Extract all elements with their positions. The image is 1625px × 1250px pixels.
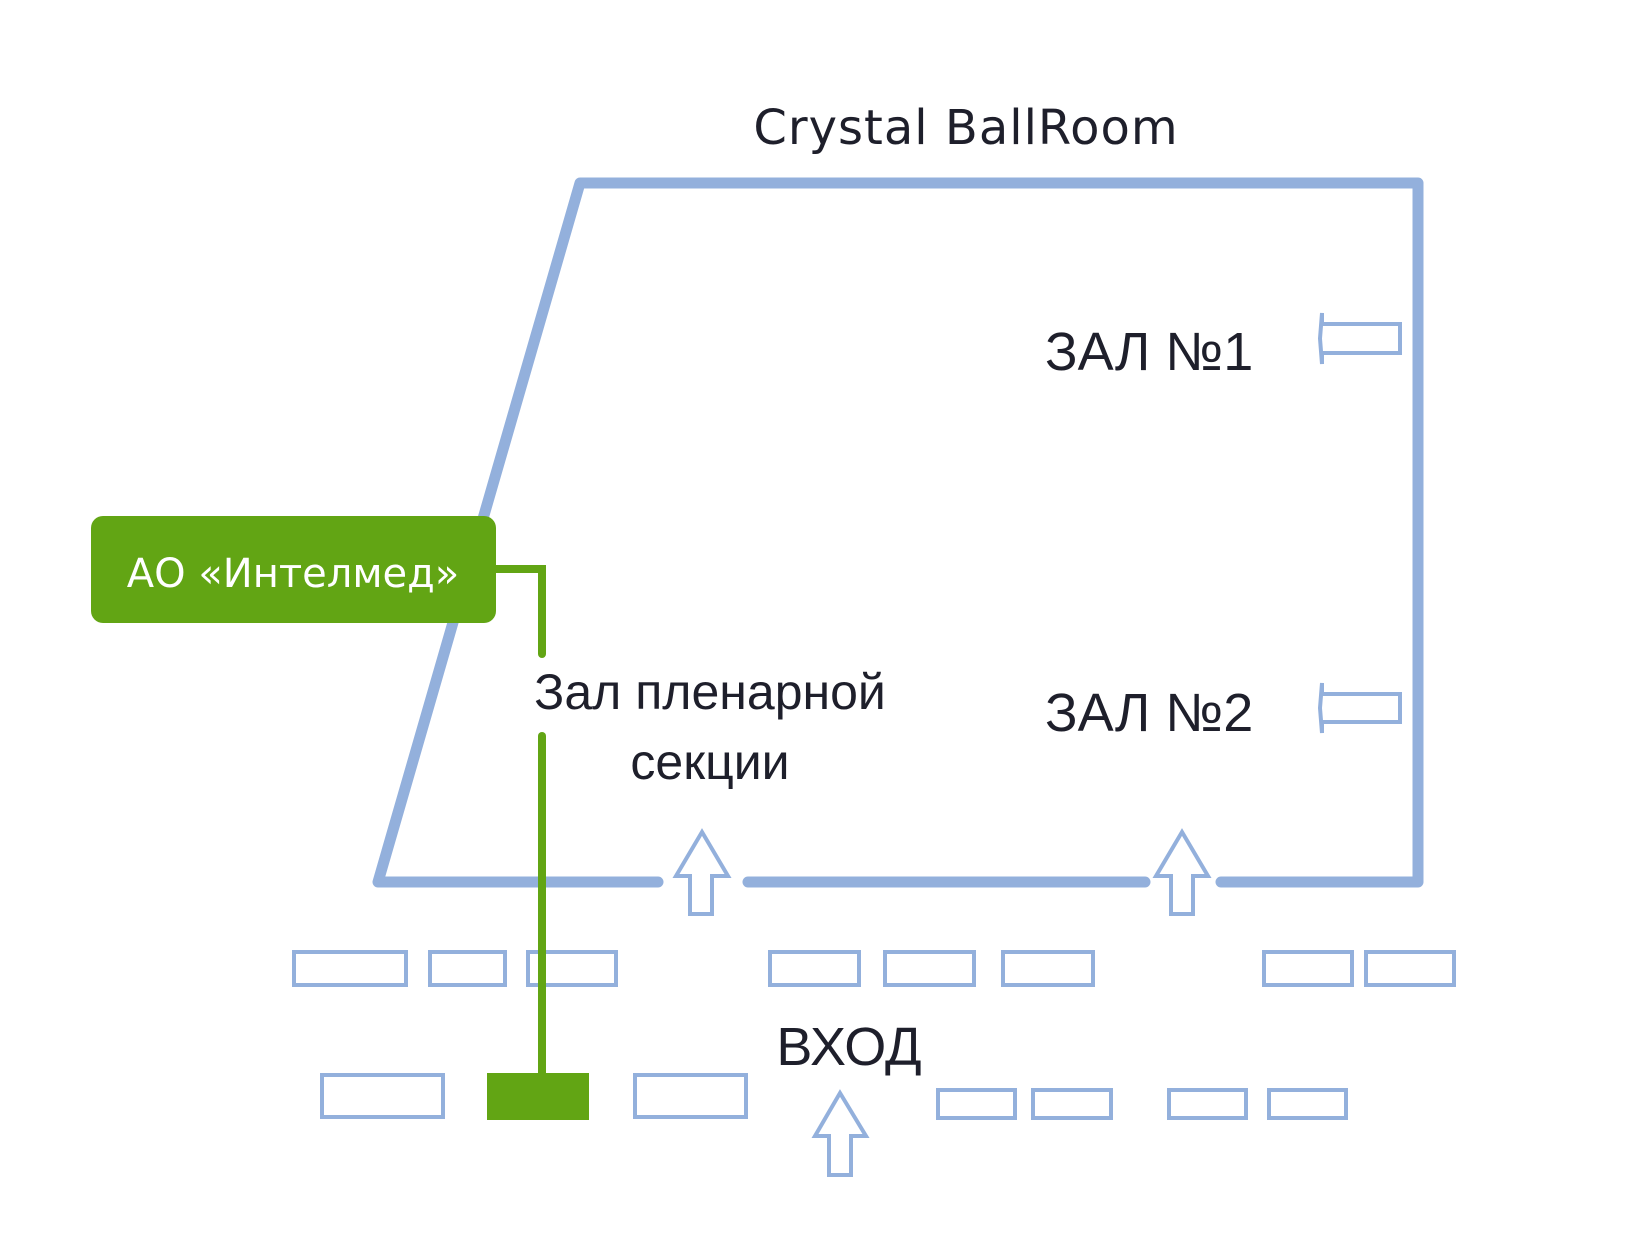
exhibitor-stand-highlight[interactable] [487, 1073, 589, 1120]
entrance-arrow-icon [811, 1089, 870, 1177]
stand[interactable] [1364, 950, 1456, 987]
hall2-arrow-icon [1317, 682, 1402, 734]
entrance-label: ВХОД [776, 1017, 921, 1077]
doorway-right-arrow-icon [1152, 828, 1212, 916]
stand[interactable] [1262, 950, 1354, 987]
doorway-left-arrow-icon [672, 828, 732, 916]
stands-row-2 [320, 1073, 1348, 1120]
stand[interactable] [1167, 1088, 1248, 1120]
hall2-label: ЗАЛ №2 [1045, 683, 1253, 743]
exhibitor-leader-line [488, 565, 546, 1084]
stand[interactable] [768, 950, 861, 987]
stand[interactable] [292, 950, 408, 987]
stand[interactable] [936, 1088, 1017, 1120]
stand[interactable] [320, 1073, 445, 1119]
ballroom-wall-outline [372, 177, 1424, 888]
stand[interactable] [633, 1073, 748, 1119]
plenary-hall-label-line2: секции [630, 734, 789, 790]
exhibitor-name: АО «Интелмед» [127, 551, 460, 597]
stand[interactable] [1267, 1088, 1348, 1120]
hall1-label: ЗАЛ №1 [1045, 322, 1253, 382]
ballroom-walls [372, 177, 1424, 888]
room-title: Crystal BallRoom [753, 100, 1178, 156]
leader-line-top [488, 565, 546, 658]
stand[interactable] [1001, 950, 1095, 987]
stand[interactable] [883, 950, 976, 987]
stand[interactable] [1031, 1088, 1113, 1120]
stands-row-1 [292, 950, 1456, 987]
stand[interactable] [428, 950, 507, 987]
exhibitor-callout[interactable] [91, 516, 496, 623]
hall1-arrow-icon [1317, 312, 1402, 365]
plenary-hall-label-line1: Зал пленарной [534, 664, 886, 720]
